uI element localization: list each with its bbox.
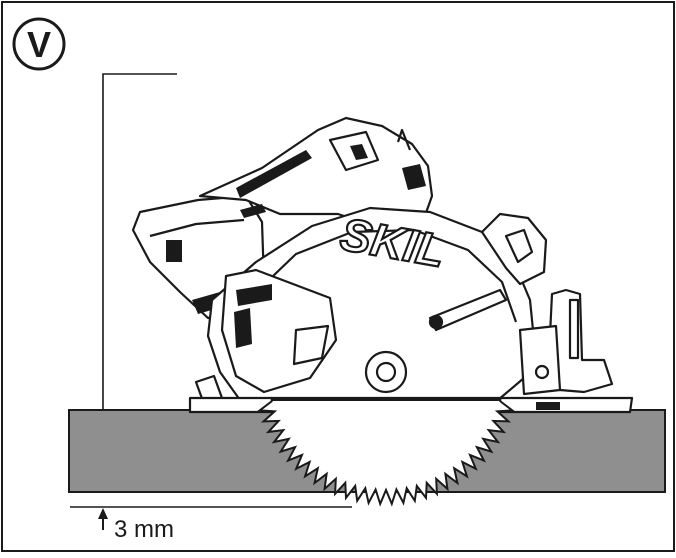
base-slot [536, 402, 560, 410]
vent-stripes [236, 150, 312, 198]
battery-ridge [149, 218, 245, 238]
nose-plate [292, 324, 330, 366]
riving-knife [568, 298, 580, 360]
depth-knob-icon [428, 314, 444, 330]
step-label: V [27, 24, 51, 65]
motor-housing [198, 116, 434, 230]
depth-guide-line [102, 73, 177, 482]
step-circle [12, 17, 66, 71]
motor-cover [518, 324, 562, 396]
depth-label: 3 mm [114, 516, 174, 543]
front-handle-opening [504, 228, 534, 264]
handle-grip [402, 164, 426, 190]
bevel-indicator [234, 308, 252, 348]
step-marker: V [12, 17, 66, 71]
saw-blade [256, 399, 516, 507]
trigger-icon [350, 144, 368, 160]
lock-button [396, 128, 412, 151]
switch-badge [240, 204, 266, 218]
laser-window [236, 284, 272, 306]
battery-latch [166, 240, 182, 262]
up-arrow-icon [98, 508, 108, 530]
guard-contour [247, 228, 518, 323]
depth-guide [70, 73, 352, 508]
bevel-knob-icon [534, 364, 550, 380]
arbor-bolt-icon [375, 361, 397, 383]
